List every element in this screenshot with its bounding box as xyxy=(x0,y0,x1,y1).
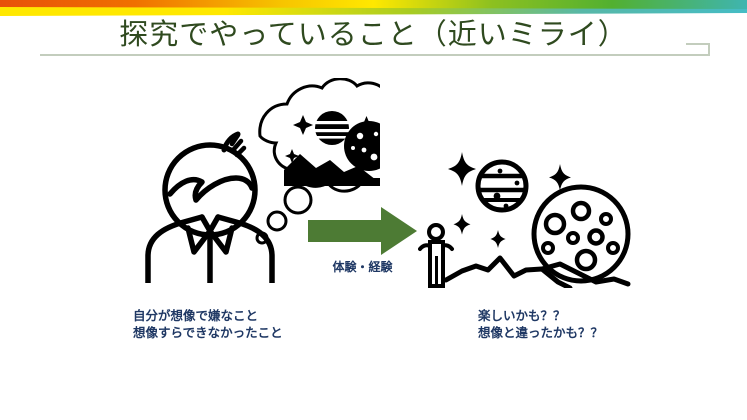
striped-planet-icon xyxy=(313,111,351,145)
person-with-thought-bubble xyxy=(140,77,408,286)
caption-right-line-1: 楽しいかも？？ xyxy=(478,308,566,323)
thought-bubble-dot-large xyxy=(283,185,313,215)
caption-experience-positive: 楽しいかも？？ 想像と違ったかも？？ xyxy=(478,307,603,341)
caption-imagination-negative: 自分が想像で嫌なこと 想像すらできなかったこと xyxy=(133,307,283,341)
thought-bubble-dot-medium xyxy=(266,210,288,232)
title-area: 探究でやっていること（近いミライ） xyxy=(0,14,747,62)
caption-right-line-2: 想像と違ったかも？？ xyxy=(478,325,604,340)
title-bracket-vertical-segment xyxy=(708,43,710,56)
title-underline xyxy=(40,54,710,56)
right-arrow-icon xyxy=(308,207,417,255)
person-hair-icon xyxy=(167,175,255,203)
arrow-group: 体験・経験 xyxy=(305,205,420,285)
star-icon xyxy=(285,149,299,163)
star-icon xyxy=(490,230,506,248)
cratered-moon-icon xyxy=(531,184,631,284)
caption-left-line-1: 自分が想像で嫌なこと xyxy=(133,308,259,323)
star-icon xyxy=(549,164,571,191)
person-collar-right xyxy=(207,214,235,255)
star-icon xyxy=(293,115,313,135)
standing-person-icon xyxy=(418,223,454,288)
person-left-shoulder xyxy=(145,214,205,286)
caption-left-line-2: 想像すらできなかったこと xyxy=(133,325,283,340)
striped-planet-icon xyxy=(475,159,529,213)
person-collar-left xyxy=(185,214,213,255)
space-landscape-scene xyxy=(418,138,653,291)
thought-bubble-dot-small xyxy=(255,231,269,245)
mountain-terrain-icon xyxy=(284,154,380,183)
page-title: 探究でやっていること（近いミライ） xyxy=(119,17,628,51)
top-gradient-banner xyxy=(0,0,747,16)
title-bracket-top-segment xyxy=(686,43,710,45)
banner-upper-band xyxy=(0,0,747,9)
star-icon xyxy=(448,152,476,186)
arrow-label: 体験・経験 xyxy=(332,260,393,274)
mountain-ridge-icon xyxy=(443,255,573,291)
mountain-ridge-back-icon xyxy=(539,261,631,287)
star-icon xyxy=(453,214,471,235)
